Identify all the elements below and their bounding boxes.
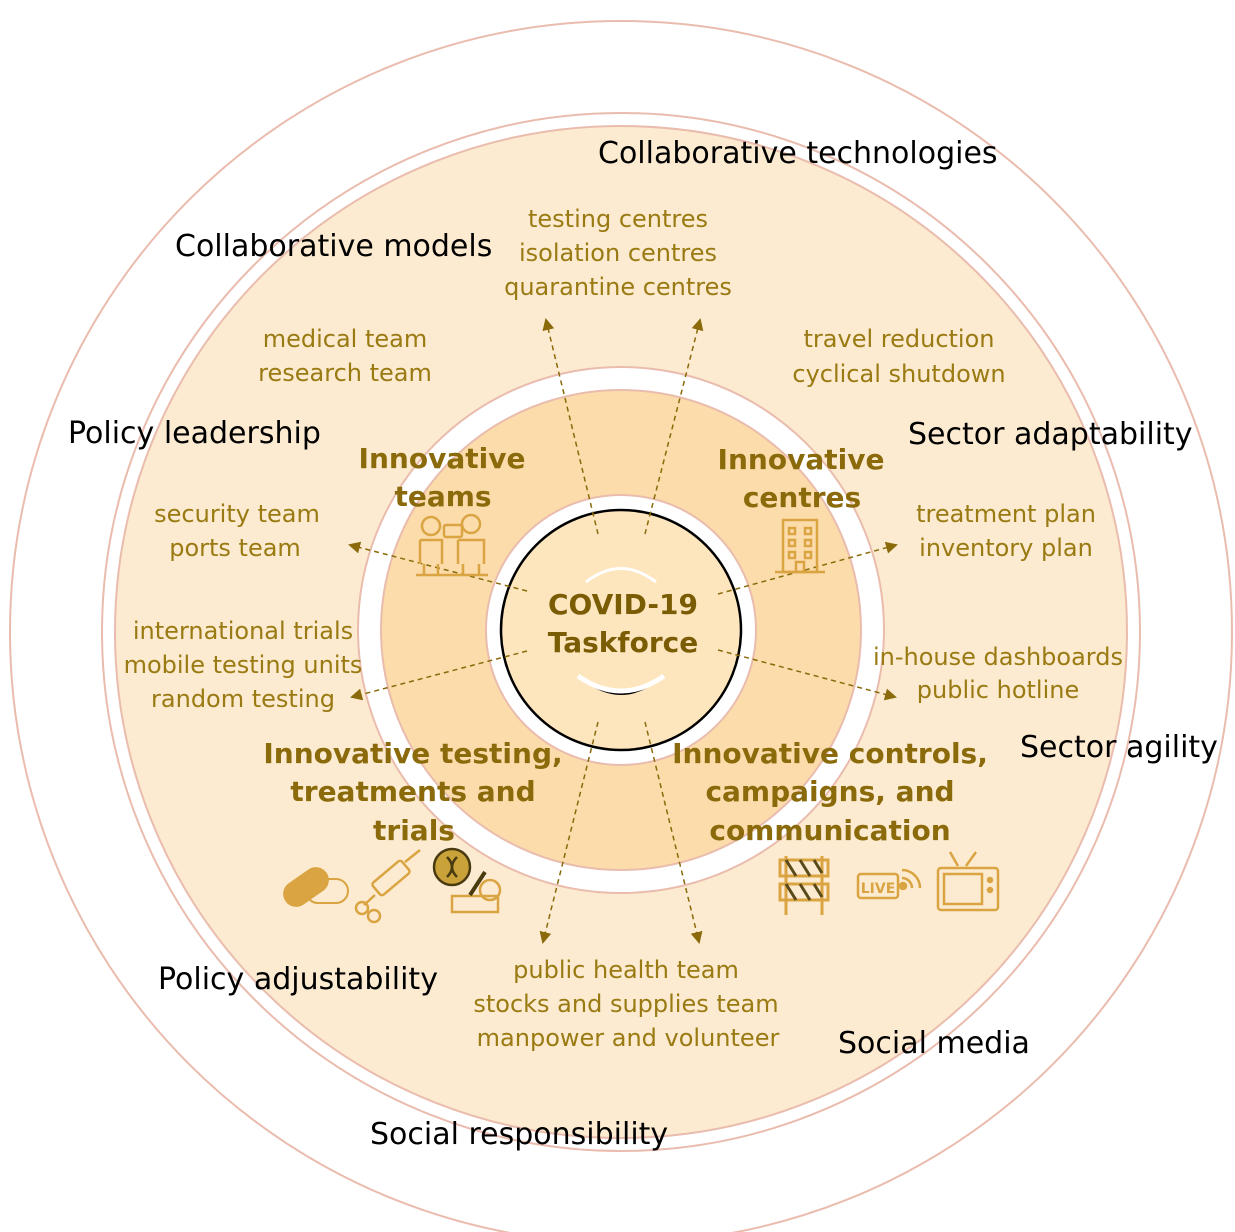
category-teams-line2: teams bbox=[394, 480, 491, 513]
arrow-up-left bbox=[542, 318, 599, 535]
arrow-right-lower bbox=[717, 649, 897, 701]
arrow-left-lower bbox=[350, 650, 528, 701]
label-social-responsibility: Social responsibility bbox=[370, 1117, 668, 1152]
core-title-line2: Taskforce bbox=[548, 626, 699, 659]
label-collaborative-technologies: Collaborative technologies bbox=[598, 136, 998, 171]
pills-icon bbox=[283, 867, 349, 907]
item-centres-top-1: testing centres bbox=[528, 205, 708, 233]
core-title-line1: COVID-19 bbox=[548, 588, 698, 621]
item-travel-2: cyclical shutdown bbox=[792, 360, 1005, 388]
category-teams-line1: Innovative bbox=[359, 442, 526, 475]
label-collaborative-models: Collaborative models bbox=[175, 229, 492, 264]
core-arc-top bbox=[585, 567, 657, 584]
item-dashboards-2: public hotline bbox=[917, 676, 1079, 704]
microscope-icon bbox=[432, 847, 502, 914]
category-testing-line1: Innovative testing, bbox=[263, 737, 562, 770]
item-security-2: ports team bbox=[169, 534, 301, 562]
core-arc-bottom-white bbox=[576, 673, 666, 694]
barrier-icon bbox=[778, 856, 830, 915]
item-teams-top-2: research team bbox=[258, 359, 432, 387]
category-controls-line2: campaigns, and bbox=[705, 775, 954, 808]
label-policy-leadership: Policy leadership bbox=[68, 416, 321, 451]
category-centres-line2: centres bbox=[743, 481, 861, 514]
item-teams-top-1: medical team bbox=[263, 325, 428, 353]
doctors-team-icon bbox=[416, 513, 488, 577]
item-trials-3: random testing bbox=[151, 685, 335, 713]
arrow-right-upper bbox=[717, 541, 898, 595]
category-controls-line1: Innovative controls, bbox=[672, 737, 988, 770]
arrow-down-right bbox=[644, 721, 703, 944]
item-trials-2: mobile testing units bbox=[124, 651, 363, 679]
item-bottom-teams-3: manpower and volunteer bbox=[477, 1024, 780, 1052]
category-testing-line3: trials bbox=[373, 814, 455, 847]
television-icon bbox=[936, 851, 1000, 912]
core-circle bbox=[499, 508, 743, 752]
live-broadcast-icon: LIVE bbox=[856, 868, 922, 900]
arrow-down-left bbox=[539, 721, 599, 944]
item-travel-1: travel reduction bbox=[804, 325, 995, 353]
arrow-up-right bbox=[644, 318, 704, 535]
building-icon bbox=[775, 518, 825, 574]
item-dashboards-1: in-house dashboards bbox=[873, 643, 1123, 671]
label-social-media: Social media bbox=[838, 1026, 1030, 1061]
item-trials-1: international trials bbox=[133, 617, 353, 645]
item-centres-top-2: isolation centres bbox=[519, 239, 717, 267]
item-treatment-2: inventory plan bbox=[919, 534, 1093, 562]
item-treatment-1: treatment plan bbox=[916, 500, 1096, 528]
label-sector-adaptability: Sector adaptability bbox=[908, 417, 1193, 452]
item-bottom-teams-1: public health team bbox=[513, 956, 739, 984]
syringe-icon bbox=[354, 849, 421, 924]
item-security-1: security team bbox=[154, 500, 320, 528]
category-testing-line2: treatments and bbox=[290, 775, 535, 808]
label-sector-agility: Sector agility bbox=[1020, 730, 1218, 765]
category-centres-line1: Innovative bbox=[718, 443, 885, 476]
item-centres-top-3: quarantine centres bbox=[504, 273, 732, 301]
item-bottom-teams-2: stocks and supplies team bbox=[473, 990, 778, 1018]
category-controls-line3: communication bbox=[709, 814, 950, 847]
label-policy-adjustability: Policy adjustability bbox=[158, 962, 438, 997]
svg-text:LIVE: LIVE bbox=[861, 881, 896, 897]
